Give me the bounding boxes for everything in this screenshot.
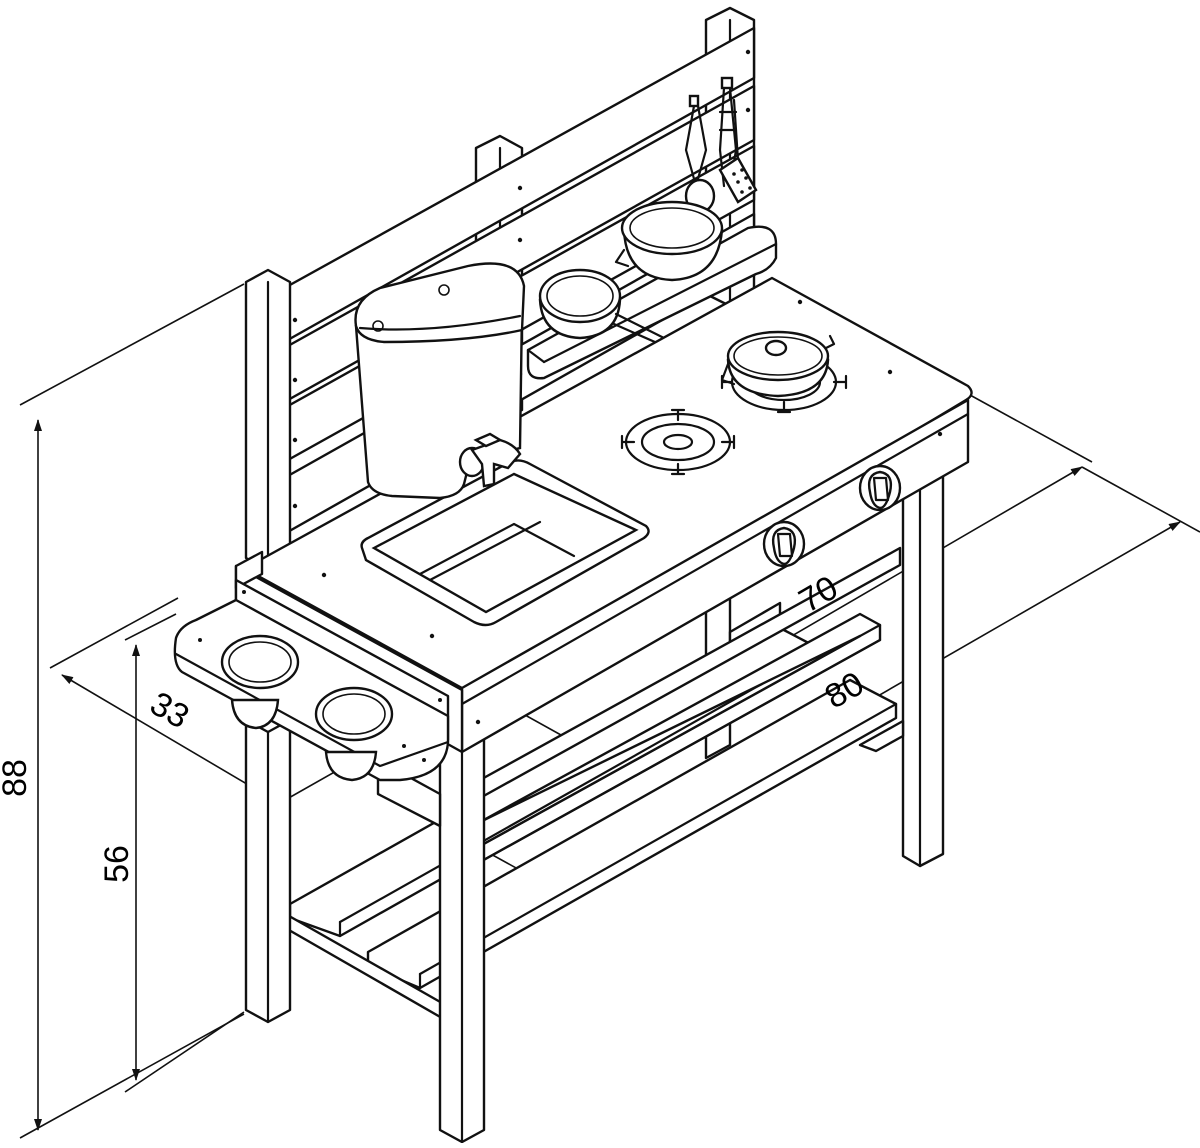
water-dispenser: [354, 262, 526, 500]
bowl-hole-right-icon: [314, 686, 394, 742]
shelf-cookware: [538, 200, 724, 348]
label-height-worktop: 56: [98, 845, 136, 883]
hanging-utensils: [684, 76, 758, 214]
label-height-total: 88: [0, 759, 34, 797]
tap-icon: [458, 432, 522, 488]
burner-front: [620, 408, 736, 476]
ladle-icon: [684, 104, 716, 214]
knob-left-icon[interactable]: [762, 520, 806, 568]
shelf-pot-icon: [614, 200, 724, 282]
knob-right-icon[interactable]: [858, 464, 902, 512]
spatula-icon: [718, 98, 758, 204]
dimension-line-depth: [61, 674, 275, 801]
backboard-shelf: [526, 225, 778, 380]
lower-frame: [244, 470, 945, 1144]
side-shelf: [173, 550, 450, 782]
stove-pot-icon: [720, 330, 836, 398]
sink: [360, 459, 650, 627]
bowl-hole-left-icon: [220, 634, 300, 690]
